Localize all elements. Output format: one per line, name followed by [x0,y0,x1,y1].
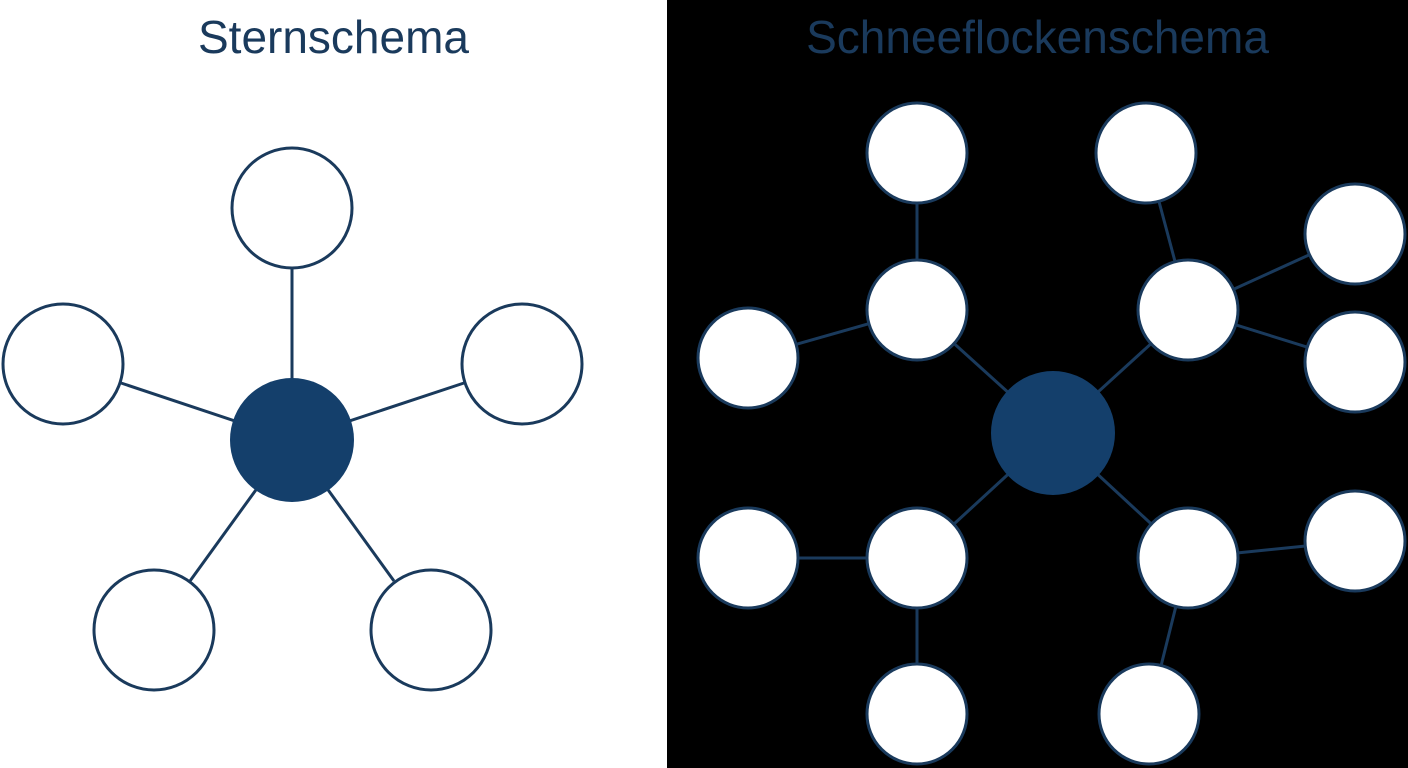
star-dimension-node-left [1,302,125,426]
snow-subdimension-node-tr-right-lower [1303,310,1407,414]
star-schema-diagram [1,146,584,692]
snow-subdimension-node-tr-up [1094,101,1198,205]
snow-subdimension-node-tr-right-upper [1303,182,1407,286]
star-schema-panel: Sternschema [0,0,667,768]
star-dimension-node-right [460,302,584,426]
star-dimension-node-top [230,146,354,270]
snow-subdimension-node-br-right [1303,489,1407,593]
snow-subdimension-node-bl-down [865,662,969,766]
snowflake-schema-panel: Schneeflockenschema [667,0,1408,768]
star-fact-hub [230,378,354,502]
snow-subdimension-node-tl-left [696,306,800,410]
snowflake-schema-title: Schneeflockenschema [806,11,1269,63]
star-schema-title: Sternschema [197,11,469,63]
snow-fact-hub [991,371,1115,495]
snow-dimension-node-topright [1136,258,1240,362]
star-dimension-node-bottom-left [92,568,216,692]
star-dimension-node-bottom-right [369,568,493,692]
snow-subdimension-node-tl-up [865,101,969,205]
snow-dimension-node-topleft [865,258,969,362]
snow-dimension-node-bottomleft [865,506,969,610]
snow-subdimension-node-bl-left [696,506,800,610]
snow-subdimension-node-br-down [1097,662,1201,766]
snow-dimension-node-bottomright [1136,506,1240,610]
snowflake-schema-diagram [696,101,1407,766]
